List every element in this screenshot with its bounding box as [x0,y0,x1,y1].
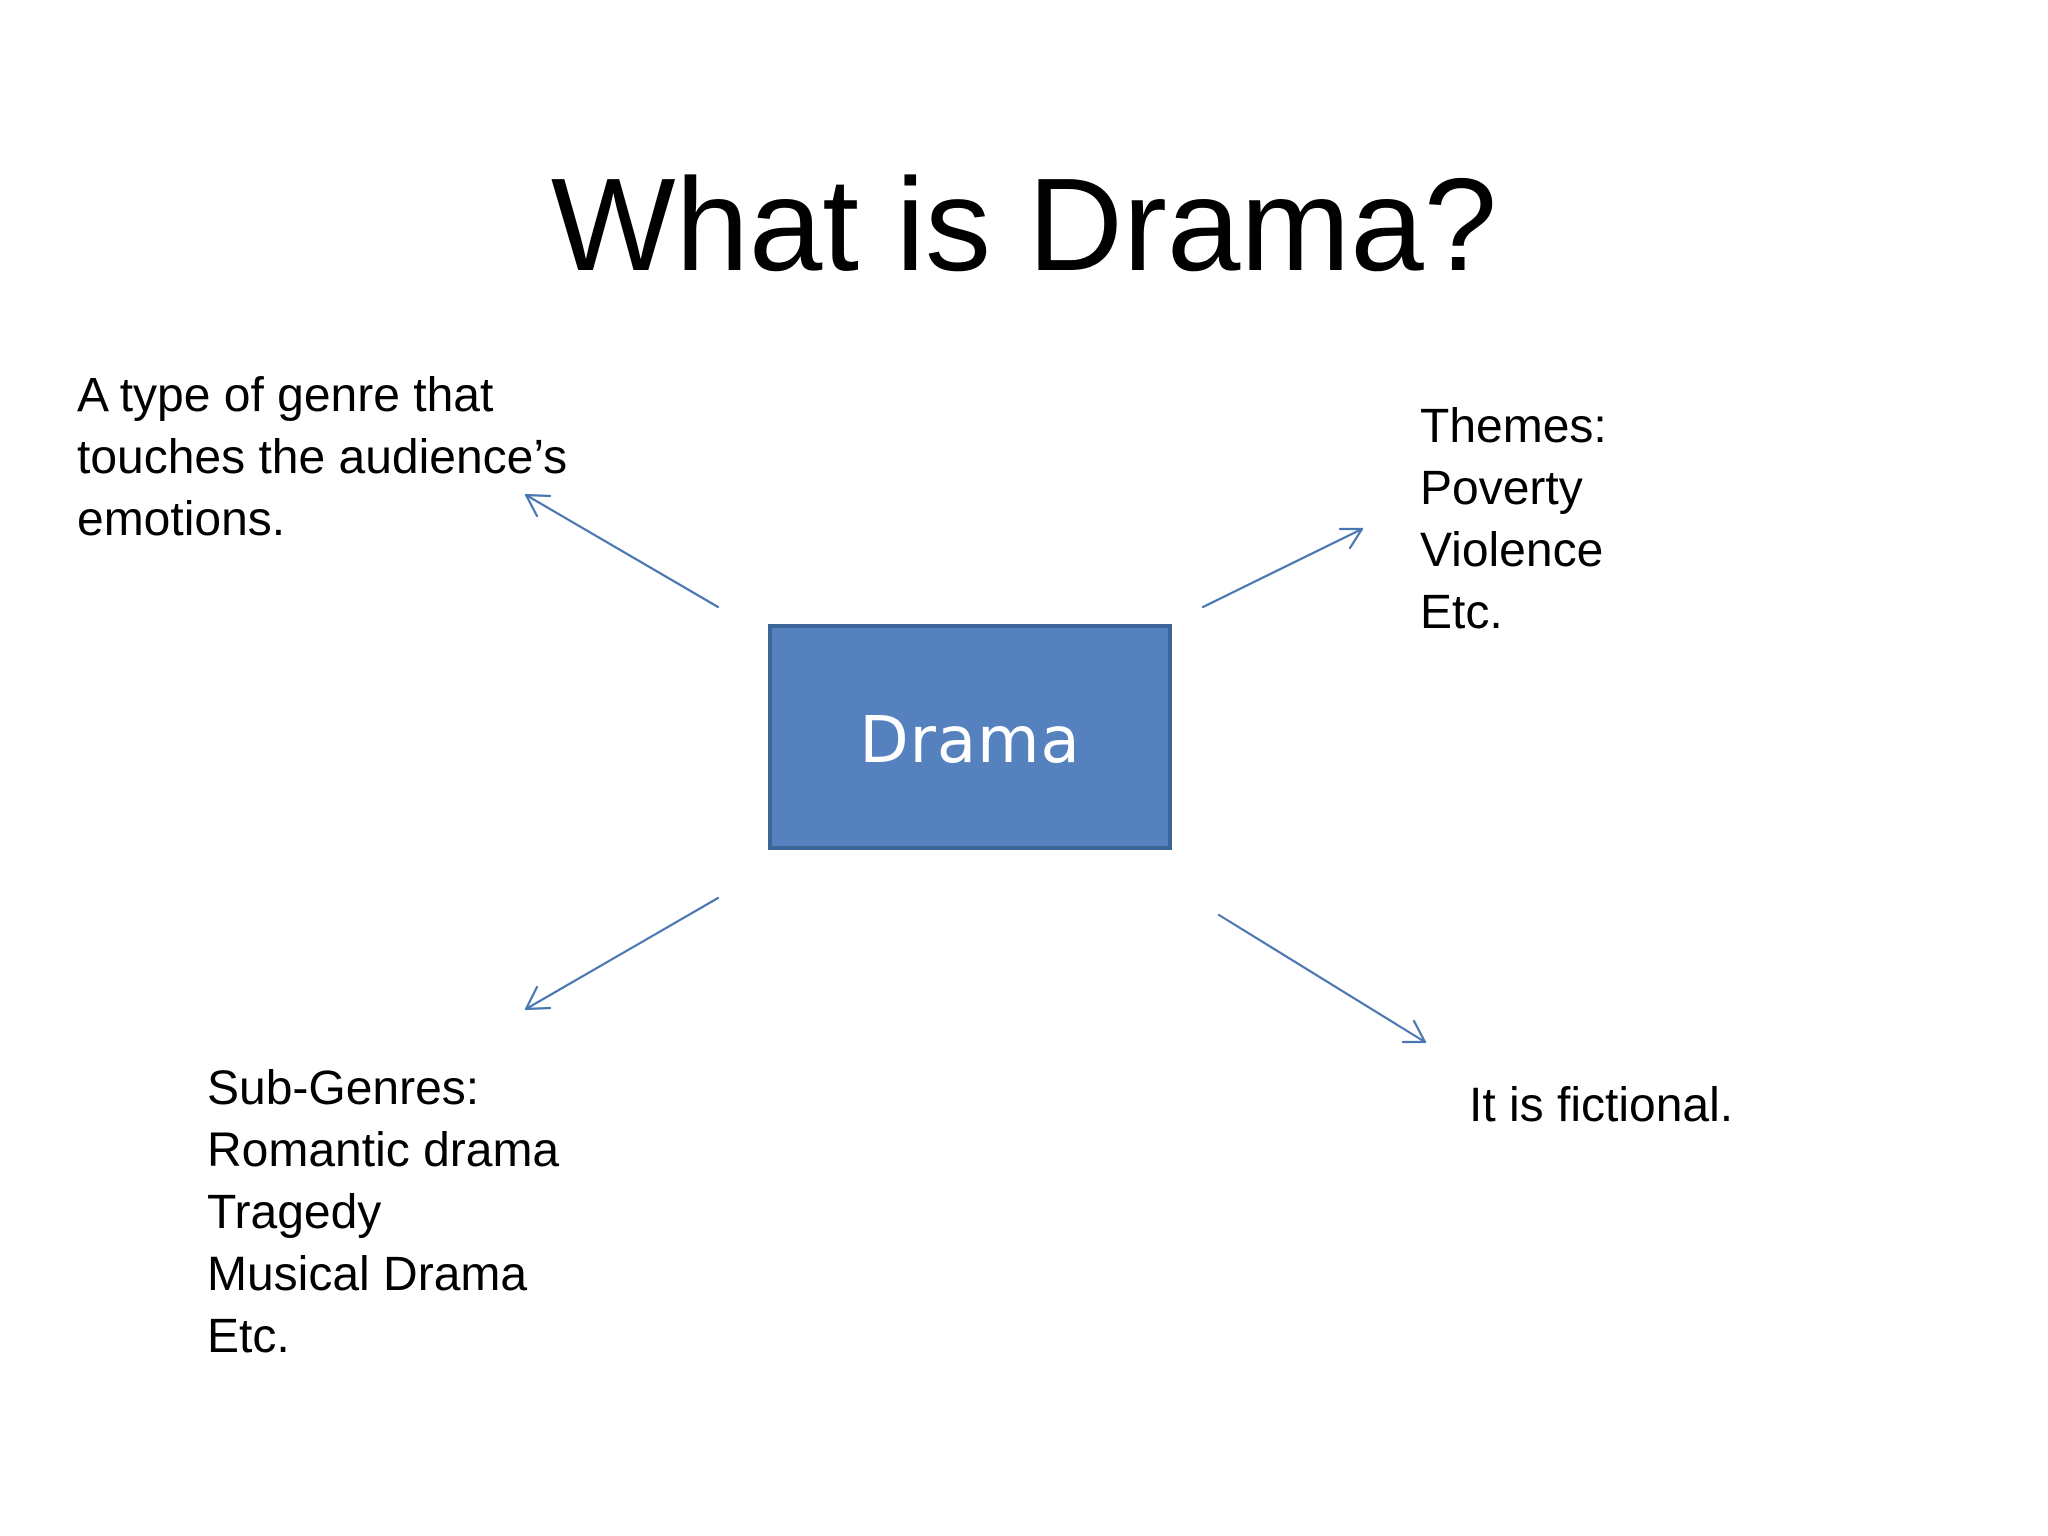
subgenres-line: Romantic drama [207,1124,560,1177]
arrowhead-fiction [1401,1019,1427,1044]
slide-title: What is Drama? [550,151,1498,298]
fiction-line: It is fictional. [1469,1079,1734,1132]
themes-note: Themes: Poverty Violence Etc. [1420,396,1607,644]
themes-line: Poverty [1420,462,1583,515]
themes-line: Violence [1420,524,1604,577]
arrowhead-themes [1338,527,1364,550]
arrow-to-themes [1201,527,1364,609]
center-concept-box: Drama [768,624,1172,850]
themes-line: Themes: [1420,400,1607,453]
definition-note: A type of genre that touches the audienc… [77,365,567,551]
definition-line: emotions. [77,493,286,546]
subgenres-note: Sub-Genres: Romantic drama Tragedy Music… [207,1058,559,1368]
arrow-to-fiction [1217,913,1427,1044]
subgenres-line: Etc. [207,1310,290,1363]
themes-line: Etc. [1420,586,1503,639]
fiction-note: It is fictional. [1469,1075,1733,1137]
arrow-to-subgenres [524,896,720,1011]
center-concept-label: Drama [859,704,1081,778]
definition-line: touches the audience’s [77,431,568,484]
subgenres-line: Sub-Genres: [207,1062,480,1115]
subgenres-line: Musical Drama [207,1248,528,1301]
definition-line: A type of genre that [77,369,494,422]
arrowhead-subgenres [524,985,552,1011]
subgenres-line: Tragedy [207,1186,382,1239]
